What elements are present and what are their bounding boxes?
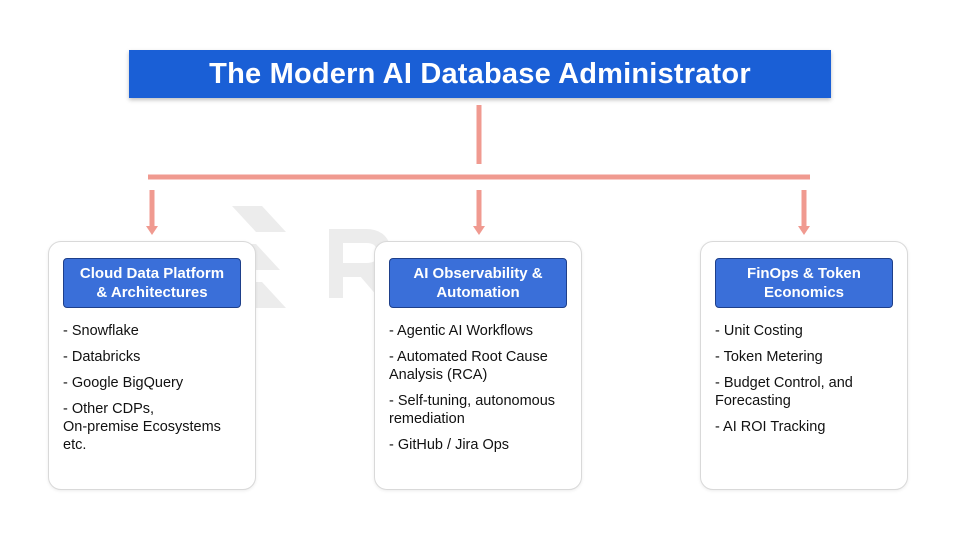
card-header: AI Observability & Automation xyxy=(389,258,567,308)
card-header: FinOps & Token Economics xyxy=(715,258,893,308)
list-item: - Token Metering xyxy=(715,349,823,365)
page-title: The Modern AI Database Administrator xyxy=(129,50,831,98)
list-item: - AI ROI Tracking xyxy=(715,419,826,435)
list-item: - Other CDPs, On-premise Ecosystems etc. xyxy=(63,401,221,453)
card-finops: FinOps & Token Economics - Unit Costing … xyxy=(700,241,908,490)
item-list: - Unit Costing - Token Metering - Budget… xyxy=(715,322,901,444)
list-item: - Self-tuning, autonomous remediation xyxy=(389,393,556,427)
list-item: - Snowflake xyxy=(63,323,139,339)
item-list: - Agentic AI Workflows - Automated Root … xyxy=(389,322,575,462)
list-item: - Agentic AI Workflows xyxy=(389,323,533,339)
list-item: - Unit Costing xyxy=(715,323,803,339)
list-item: - GitHub / Jira Ops xyxy=(389,437,510,453)
list-item: - Google BigQuery xyxy=(63,375,184,391)
left-arrow-head xyxy=(146,226,158,235)
item-list: - Snowflake - Databricks - Google BigQue… xyxy=(63,322,249,462)
list-item: - Budget Control, and Forecasting xyxy=(715,375,853,409)
right-arrow-head xyxy=(798,226,810,235)
card-ai-observability: AI Observability & Automation - Agentic … xyxy=(374,241,582,490)
list-item: - Automated Root Cause Analysis (RCA) xyxy=(389,349,548,383)
card-header: Cloud Data Platform & Architectures xyxy=(63,258,241,308)
card-cloud-data-platform: Cloud Data Platform & Architectures - Sn… xyxy=(48,241,256,490)
list-item: - Databricks xyxy=(63,349,141,365)
center-arrow-head xyxy=(473,226,485,235)
